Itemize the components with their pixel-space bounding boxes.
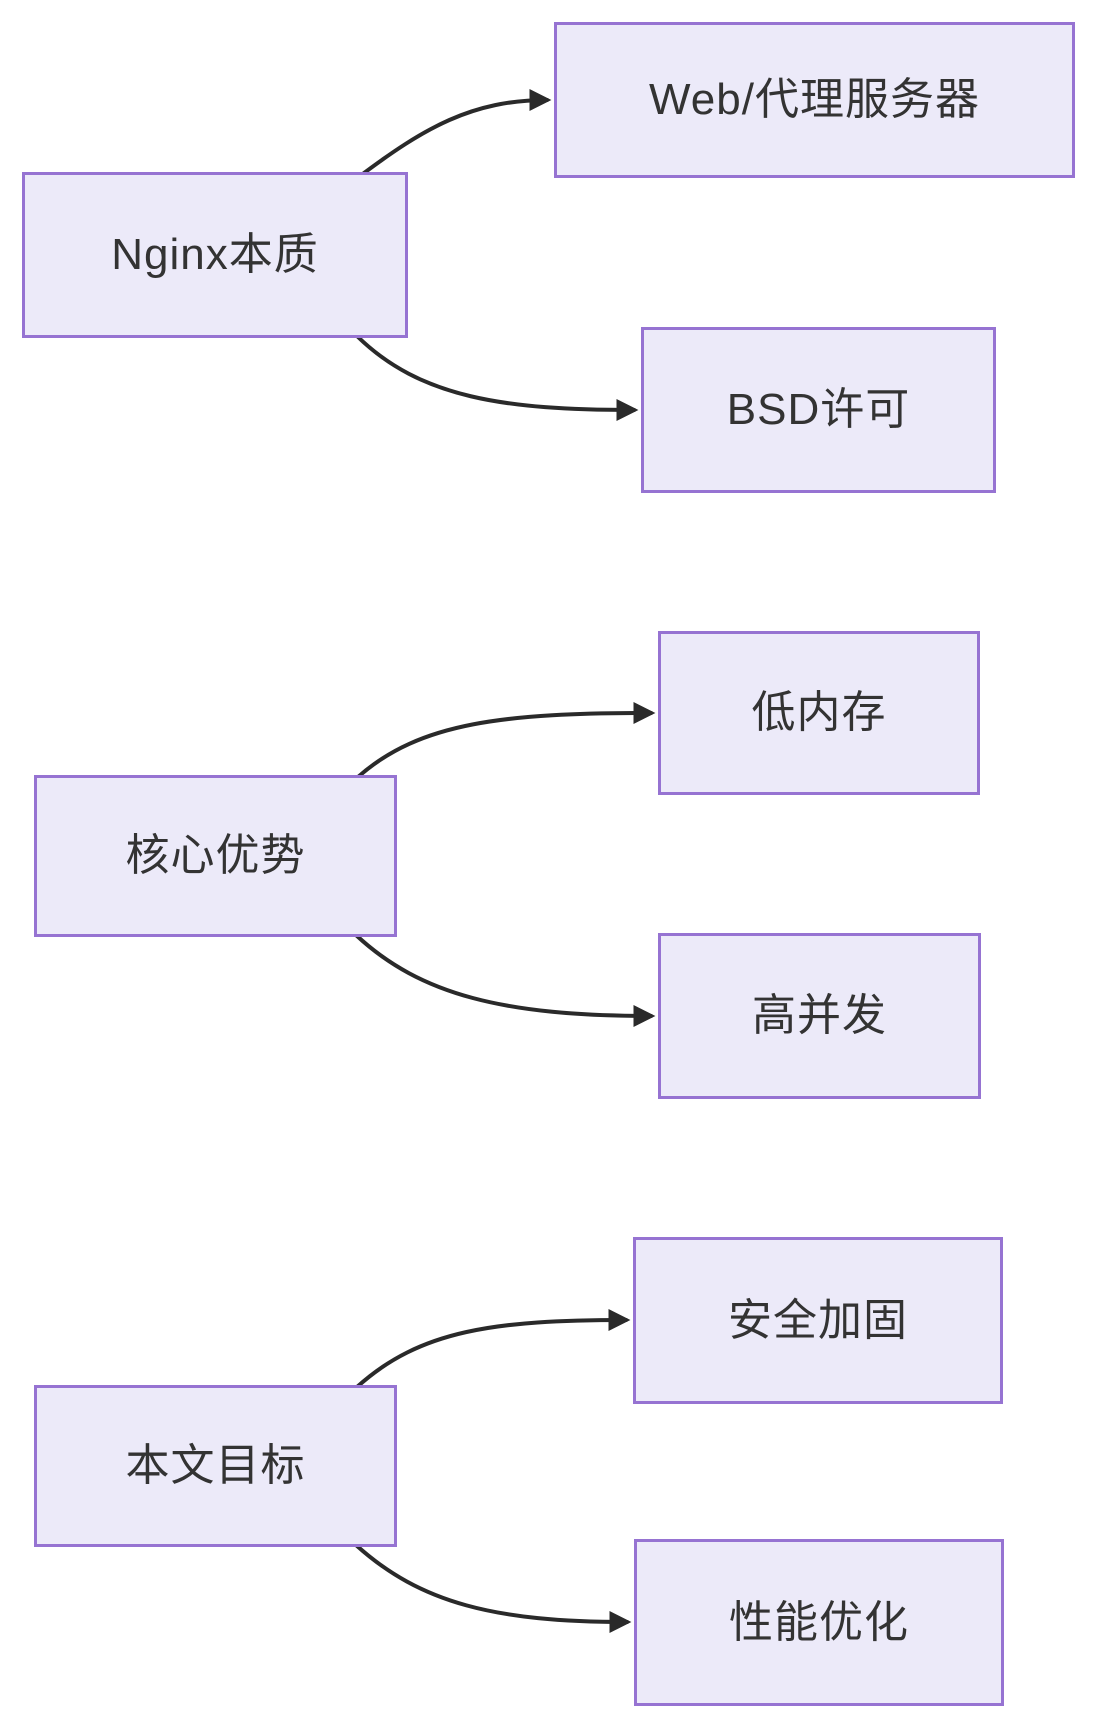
edge-core-to-highconc xyxy=(354,933,656,1027)
node-label: Web/代理服务器 xyxy=(649,75,980,124)
node-label: 核心优势 xyxy=(125,831,306,880)
node-label: 本文目标 xyxy=(125,1441,306,1490)
node-web-proxy-server: Web/代理服务器 xyxy=(554,22,1075,178)
edge-nginx-to-web xyxy=(358,89,552,178)
node-label: 高并发 xyxy=(752,991,887,1040)
edge-core-to-lowmem xyxy=(356,702,656,779)
node-security-hardening: 安全加固 xyxy=(633,1237,1003,1404)
node-label: Nginx本质 xyxy=(111,230,319,279)
node-core-advantages: 核心优势 xyxy=(34,775,397,937)
node-low-memory: 低内存 xyxy=(658,631,980,795)
node-nginx-essence: Nginx本质 xyxy=(22,172,408,338)
edge-goal-to-perf xyxy=(354,1543,632,1633)
node-label: 低内存 xyxy=(751,688,887,737)
node-bsd-license: BSD许可 xyxy=(641,327,996,493)
edge-goal-to-security xyxy=(355,1309,631,1389)
node-label: BSD许可 xyxy=(726,385,911,434)
edge-nginx-to-bsd xyxy=(355,334,639,421)
node-article-goal: 本文目标 xyxy=(34,1385,397,1547)
node-label: 性能优化 xyxy=(729,1597,909,1647)
node-performance-optimization: 性能优化 xyxy=(634,1539,1004,1706)
node-label: 安全加固 xyxy=(728,1295,908,1345)
node-high-concurrency: 高并发 xyxy=(658,933,981,1099)
